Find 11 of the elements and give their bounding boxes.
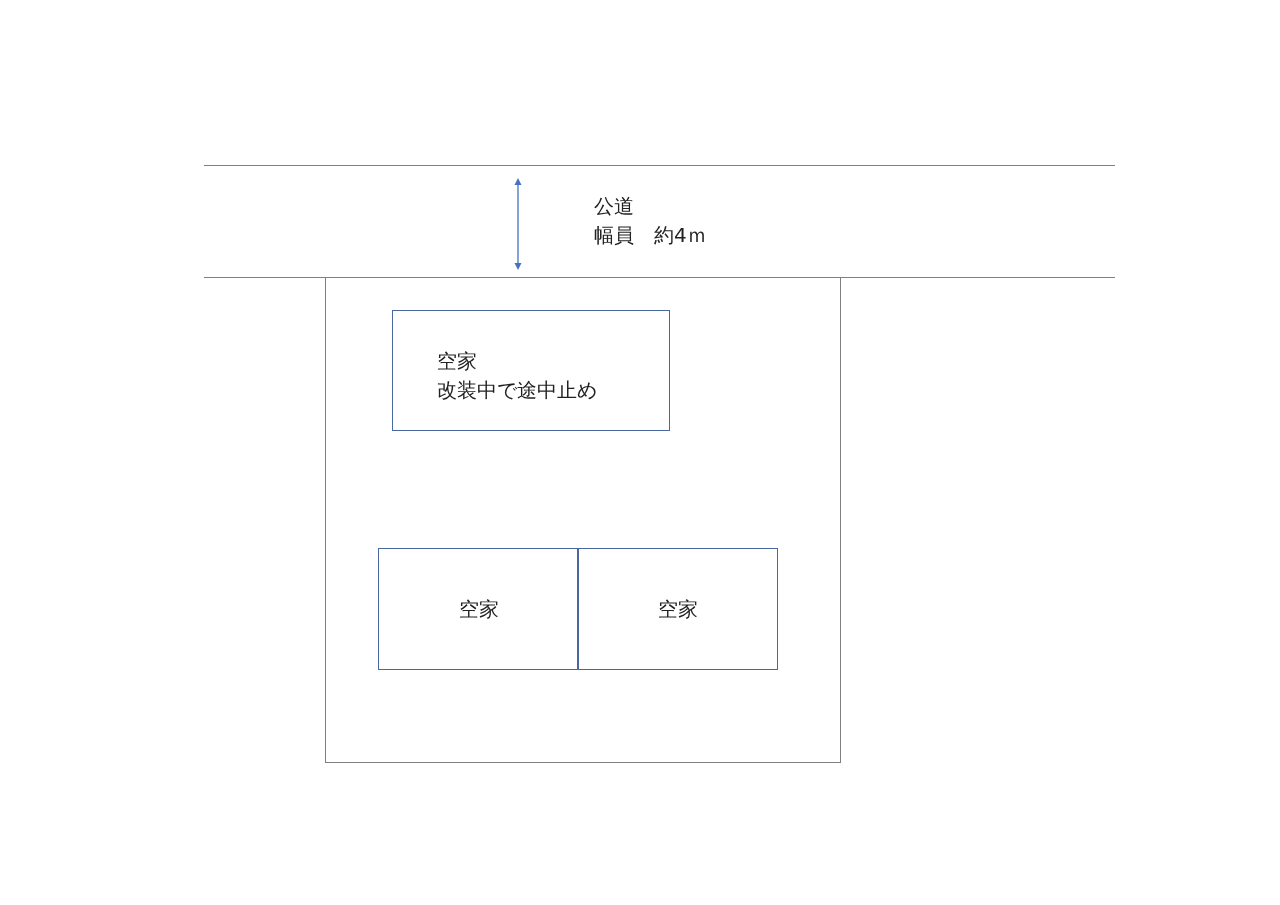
building-box (577, 548, 778, 670)
building-box (392, 310, 670, 431)
building-label: 空家 (657, 595, 698, 623)
building-label: 空家 (437, 348, 477, 375)
building-label: 改装中で途中止め (437, 377, 597, 404)
lot-outline (325, 277, 841, 763)
road-label: 公道 (594, 193, 635, 220)
road-band (204, 165, 1115, 278)
building-label: 空家 (458, 595, 499, 623)
road-label: 幅員 約4ｍ (594, 222, 707, 249)
building-box (378, 548, 579, 670)
